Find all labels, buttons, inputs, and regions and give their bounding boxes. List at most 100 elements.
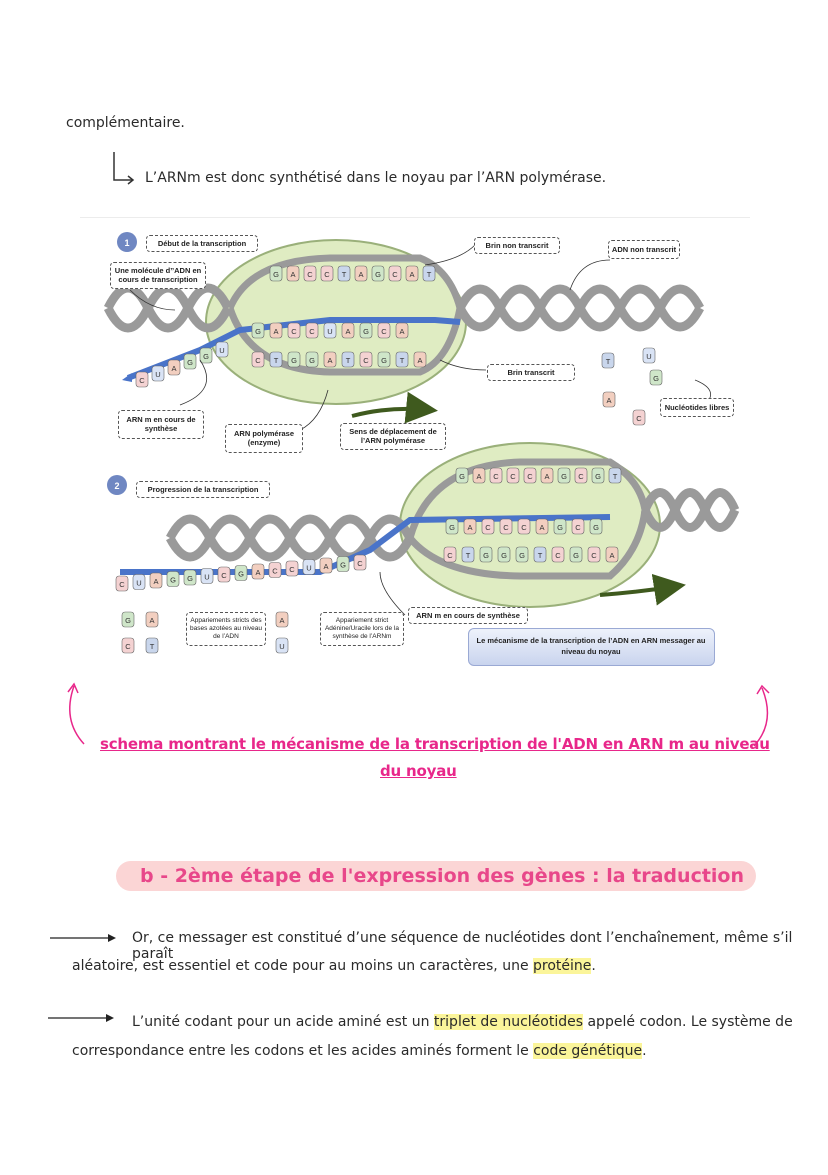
nucleotide-letter: G	[595, 472, 601, 481]
nucleotide-letter: G	[449, 523, 455, 532]
label-arn-polymerase: ARN polymérase (enzyme)	[225, 424, 303, 453]
label-nucleotides-libres: Nucléotides libres	[660, 398, 734, 417]
nucleotide-letter: A	[358, 270, 363, 279]
nucleotide-letter: A	[539, 523, 544, 532]
step-1-number: 1	[124, 238, 129, 248]
nucleotide-letter: C	[272, 567, 278, 576]
intro-text: complémentaire.	[66, 115, 185, 131]
nucleotide-letter: A	[273, 327, 278, 336]
label-molecule-adn: Une molécule d’’ADN en cours de transcri…	[110, 262, 206, 289]
direction-arrow-1	[352, 409, 430, 416]
nucleotide-letter: C	[578, 472, 584, 481]
nucleotide-letter: A	[609, 551, 614, 560]
label-sens-deplacement: Sens de déplacement de l’ARN polymérase	[340, 423, 446, 450]
nucleotide-letter: G	[557, 523, 563, 532]
nucleotide-letter: U	[155, 370, 160, 379]
schema-caption-line2: du noyau	[380, 762, 457, 780]
nucleotide-letter: C	[527, 472, 533, 481]
mid-strand-2: GACCCAGCG	[446, 519, 602, 534]
mid-strand-1: GACCUAGCA	[252, 323, 408, 338]
nucleotide-letter: G	[653, 374, 659, 383]
nucleotide-letter: A	[327, 356, 332, 365]
nucleotide-letter: C	[381, 327, 387, 336]
label-brin-transcrit: Brin transcrit	[487, 364, 575, 381]
nucleotide-letter: U	[646, 352, 651, 361]
para2-text-c: correspondance entre les codons et les a…	[72, 1043, 533, 1059]
nucleotide-letter: T	[538, 551, 543, 560]
schema-caption-line1: schema montrant le mécanisme de la trans…	[100, 735, 770, 753]
nucleotide-letter: T	[274, 356, 279, 365]
nucleotide-letter: C	[555, 551, 561, 560]
nucleotide-letter: C	[510, 472, 516, 481]
nucleotide-letter: A	[149, 616, 154, 625]
nucleotide-letter: G	[459, 472, 465, 481]
bullet-arrow-2-icon	[46, 1012, 118, 1024]
nucleotide-letter: G	[187, 358, 193, 367]
para1-text: aléatoire, est essentiel et code pour au…	[72, 958, 533, 974]
nucleotide-letter: G	[238, 570, 244, 579]
label-arn-cours-1: ARN m en cours de synthèse	[118, 410, 204, 439]
nucleotide-letter: T	[466, 551, 471, 560]
nucleotide-letter: T	[427, 270, 432, 279]
nucleotide-letter: C	[357, 559, 363, 568]
nucleotide-letter: G	[561, 472, 567, 481]
para1-end: .	[591, 958, 595, 974]
highlight-proteine: protéine	[533, 958, 591, 974]
nucleotide-letter: G	[381, 356, 387, 365]
nucleotide-letter: A	[345, 327, 350, 336]
nucleotide-letter: A	[153, 577, 158, 586]
nucleotide-letter: G	[273, 270, 279, 279]
nucleotide-letter: C	[591, 551, 597, 560]
nucleotide-letter: U	[327, 327, 332, 336]
nucleotide-letter: C	[291, 327, 297, 336]
label-appariements: Appariements stricts des bases azotées a…	[186, 612, 266, 646]
nucleotide-letter: T	[346, 356, 351, 365]
nucleotide-letter: C	[309, 327, 315, 336]
step-2-number: 2	[114, 481, 119, 491]
label-debut-transcription: Début de la transcription	[146, 235, 258, 252]
nucleotide-letter: C	[255, 356, 261, 365]
nucleotide-letter: A	[399, 327, 404, 336]
nucleotide-letter: A	[417, 356, 422, 365]
section-title: b - 2ème étape de l'expression des gènes…	[140, 865, 744, 887]
nucleotide-letter: C	[221, 571, 227, 580]
nucleotide-letter: G	[519, 551, 525, 560]
free-nucleotides: TUGAC	[602, 348, 662, 425]
nucleotide-letter: G	[291, 356, 297, 365]
nucleotide-letter: T	[606, 357, 611, 366]
arnm-sentence: L’ARNm est donc synthétisé dans le noyau…	[145, 170, 606, 186]
nucleotide-letter: A	[323, 562, 328, 571]
nucleotide-letter: G	[203, 352, 209, 361]
nucleotide-letter: A	[279, 616, 284, 625]
label-progression: Progression de la transcription	[136, 481, 270, 498]
para2-end: .	[642, 1043, 646, 1059]
helix-left-2	[170, 519, 410, 557]
nucleotide-letter: T	[342, 270, 347, 279]
nucleotide-letter: C	[139, 376, 145, 385]
nucleotide-letter: G	[187, 574, 193, 583]
para2-line2: correspondance entre les codons et les a…	[72, 1043, 647, 1059]
rna-tail-2: CUAGGUCGACCUAGC	[116, 555, 366, 591]
nucleotide-letter: G	[309, 356, 315, 365]
nucleotide-letter: G	[375, 270, 381, 279]
nucleotide-letter: C	[575, 523, 581, 532]
nucleotide-letter: T	[400, 356, 405, 365]
para1-line2: aléatoire, est essentiel et code pour au…	[72, 958, 596, 974]
nucleotide-letter: U	[279, 642, 284, 651]
nucleotide-letter: A	[409, 270, 414, 279]
label-adn-non-transcrit: ADN non transcrit	[608, 240, 680, 259]
para2-text-b: appelé codon. Le système de	[583, 1014, 793, 1030]
nucleotide-letter: A	[171, 364, 176, 373]
nucleotide-letter: T	[150, 642, 155, 651]
highlight-triplet: triplet de nucléotides	[434, 1014, 583, 1030]
nucleotide-letter: C	[324, 270, 330, 279]
nucleotide-letter: C	[289, 565, 295, 574]
nucleotide-letter: G	[170, 576, 176, 585]
nucleotide-letter: G	[501, 551, 507, 560]
label-brin-non-transcrit: Brin non transcrit	[474, 237, 560, 254]
para2-text-a: L’unité codant pour un acide aminé est u…	[132, 1014, 434, 1030]
nucleotide-letter: A	[290, 270, 295, 279]
nucleotide-letter: C	[125, 642, 131, 651]
nucleotide-letter: C	[119, 580, 125, 589]
divider	[80, 217, 750, 218]
